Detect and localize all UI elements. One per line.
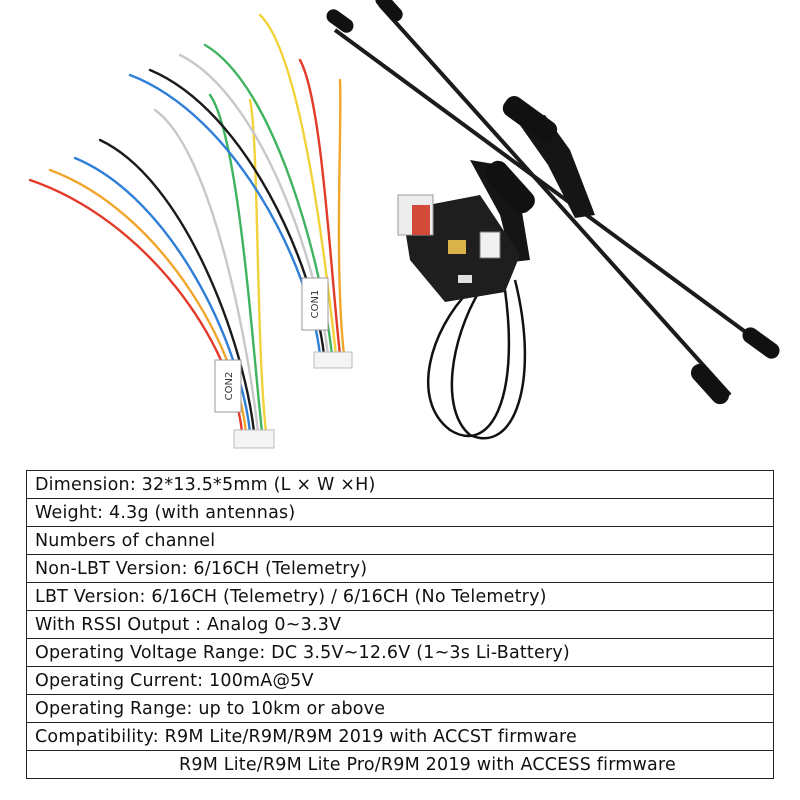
spec-row: Compatibility: R9M Lite/R9M/R9M 2019 wit… bbox=[26, 722, 774, 751]
spec-row: Operating Voltage Range: DC 3.5V~12.6V (… bbox=[26, 638, 774, 667]
con2-connector: CON2 bbox=[214, 359, 275, 449]
wire bbox=[208, 93, 264, 434]
wire bbox=[248, 98, 268, 434]
wire bbox=[298, 58, 342, 357]
spec-compatibility-continued: R9M Lite/R9M Lite Pro/R9M 2019 with ACCE… bbox=[26, 750, 774, 779]
wire bbox=[98, 138, 256, 434]
t-antenna-upper bbox=[326, 9, 780, 359]
antenna-coax-leads bbox=[427, 279, 527, 440]
spec-rssi: With RSSI Output : Analog 0~3.3V bbox=[26, 610, 774, 639]
spec-weight: Weight: 4.3g (with antennas) bbox=[26, 498, 774, 527]
spec-row: Operating Current: 100mA@5V bbox=[26, 666, 774, 695]
receiver-board bbox=[397, 194, 520, 302]
wire-harnesses bbox=[28, 13, 346, 434]
spec-channels-heading: Numbers of channel bbox=[26, 526, 774, 555]
spec-row: With RSSI Output : Analog 0~3.3V bbox=[26, 610, 774, 639]
wire bbox=[73, 156, 252, 434]
spec-voltage: Operating Voltage Range: DC 3.5V~12.6V (… bbox=[26, 638, 774, 667]
spec-lbt: LBT Version: 6/16CH (Telemetry) / 6/16CH… bbox=[26, 582, 774, 611]
spec-row: Numbers of channel bbox=[26, 526, 774, 555]
spec-row: LBT Version: 6/16CH (Telemetry) / 6/16CH… bbox=[26, 582, 774, 611]
spec-compatibility: Compatibility: R9M Lite/R9M/R9M 2019 wit… bbox=[26, 722, 774, 751]
spec-row: Dimension: 32*13.5*5mm (L × W ×H) bbox=[26, 470, 774, 499]
wire bbox=[258, 13, 338, 357]
t-antenna-lower bbox=[375, 0, 732, 405]
wire bbox=[153, 108, 260, 434]
spec-row: Operating Range: up to 10km or above bbox=[26, 694, 774, 723]
spec-current: Operating Current: 100mA@5V bbox=[26, 666, 774, 695]
spec-row: R9M Lite/R9M Lite Pro/R9M 2019 with ACCE… bbox=[26, 750, 774, 779]
spec-non-lbt: Non-LBT Version: 6/16CH (Telemetry) bbox=[26, 554, 774, 583]
spec-dimension: Dimension: 32*13.5*5mm (L × W ×H) bbox=[26, 470, 774, 499]
con2-label: CON2 bbox=[224, 372, 235, 401]
spec-row: Non-LBT Version: 6/16CH (Telemetry) bbox=[26, 554, 774, 583]
con1-connector: CON1 bbox=[301, 277, 353, 369]
product-photo: CON2 CON1 bbox=[28, 0, 780, 449]
wire bbox=[337, 78, 346, 357]
spec-row: Weight: 4.3g (with antennas) bbox=[26, 498, 774, 527]
spec-table: Dimension: 32*13.5*5mm (L × W ×H) Weight… bbox=[26, 470, 774, 779]
spec-range: Operating Range: up to 10km or above bbox=[26, 694, 774, 723]
con1-label: CON1 bbox=[310, 290, 321, 319]
